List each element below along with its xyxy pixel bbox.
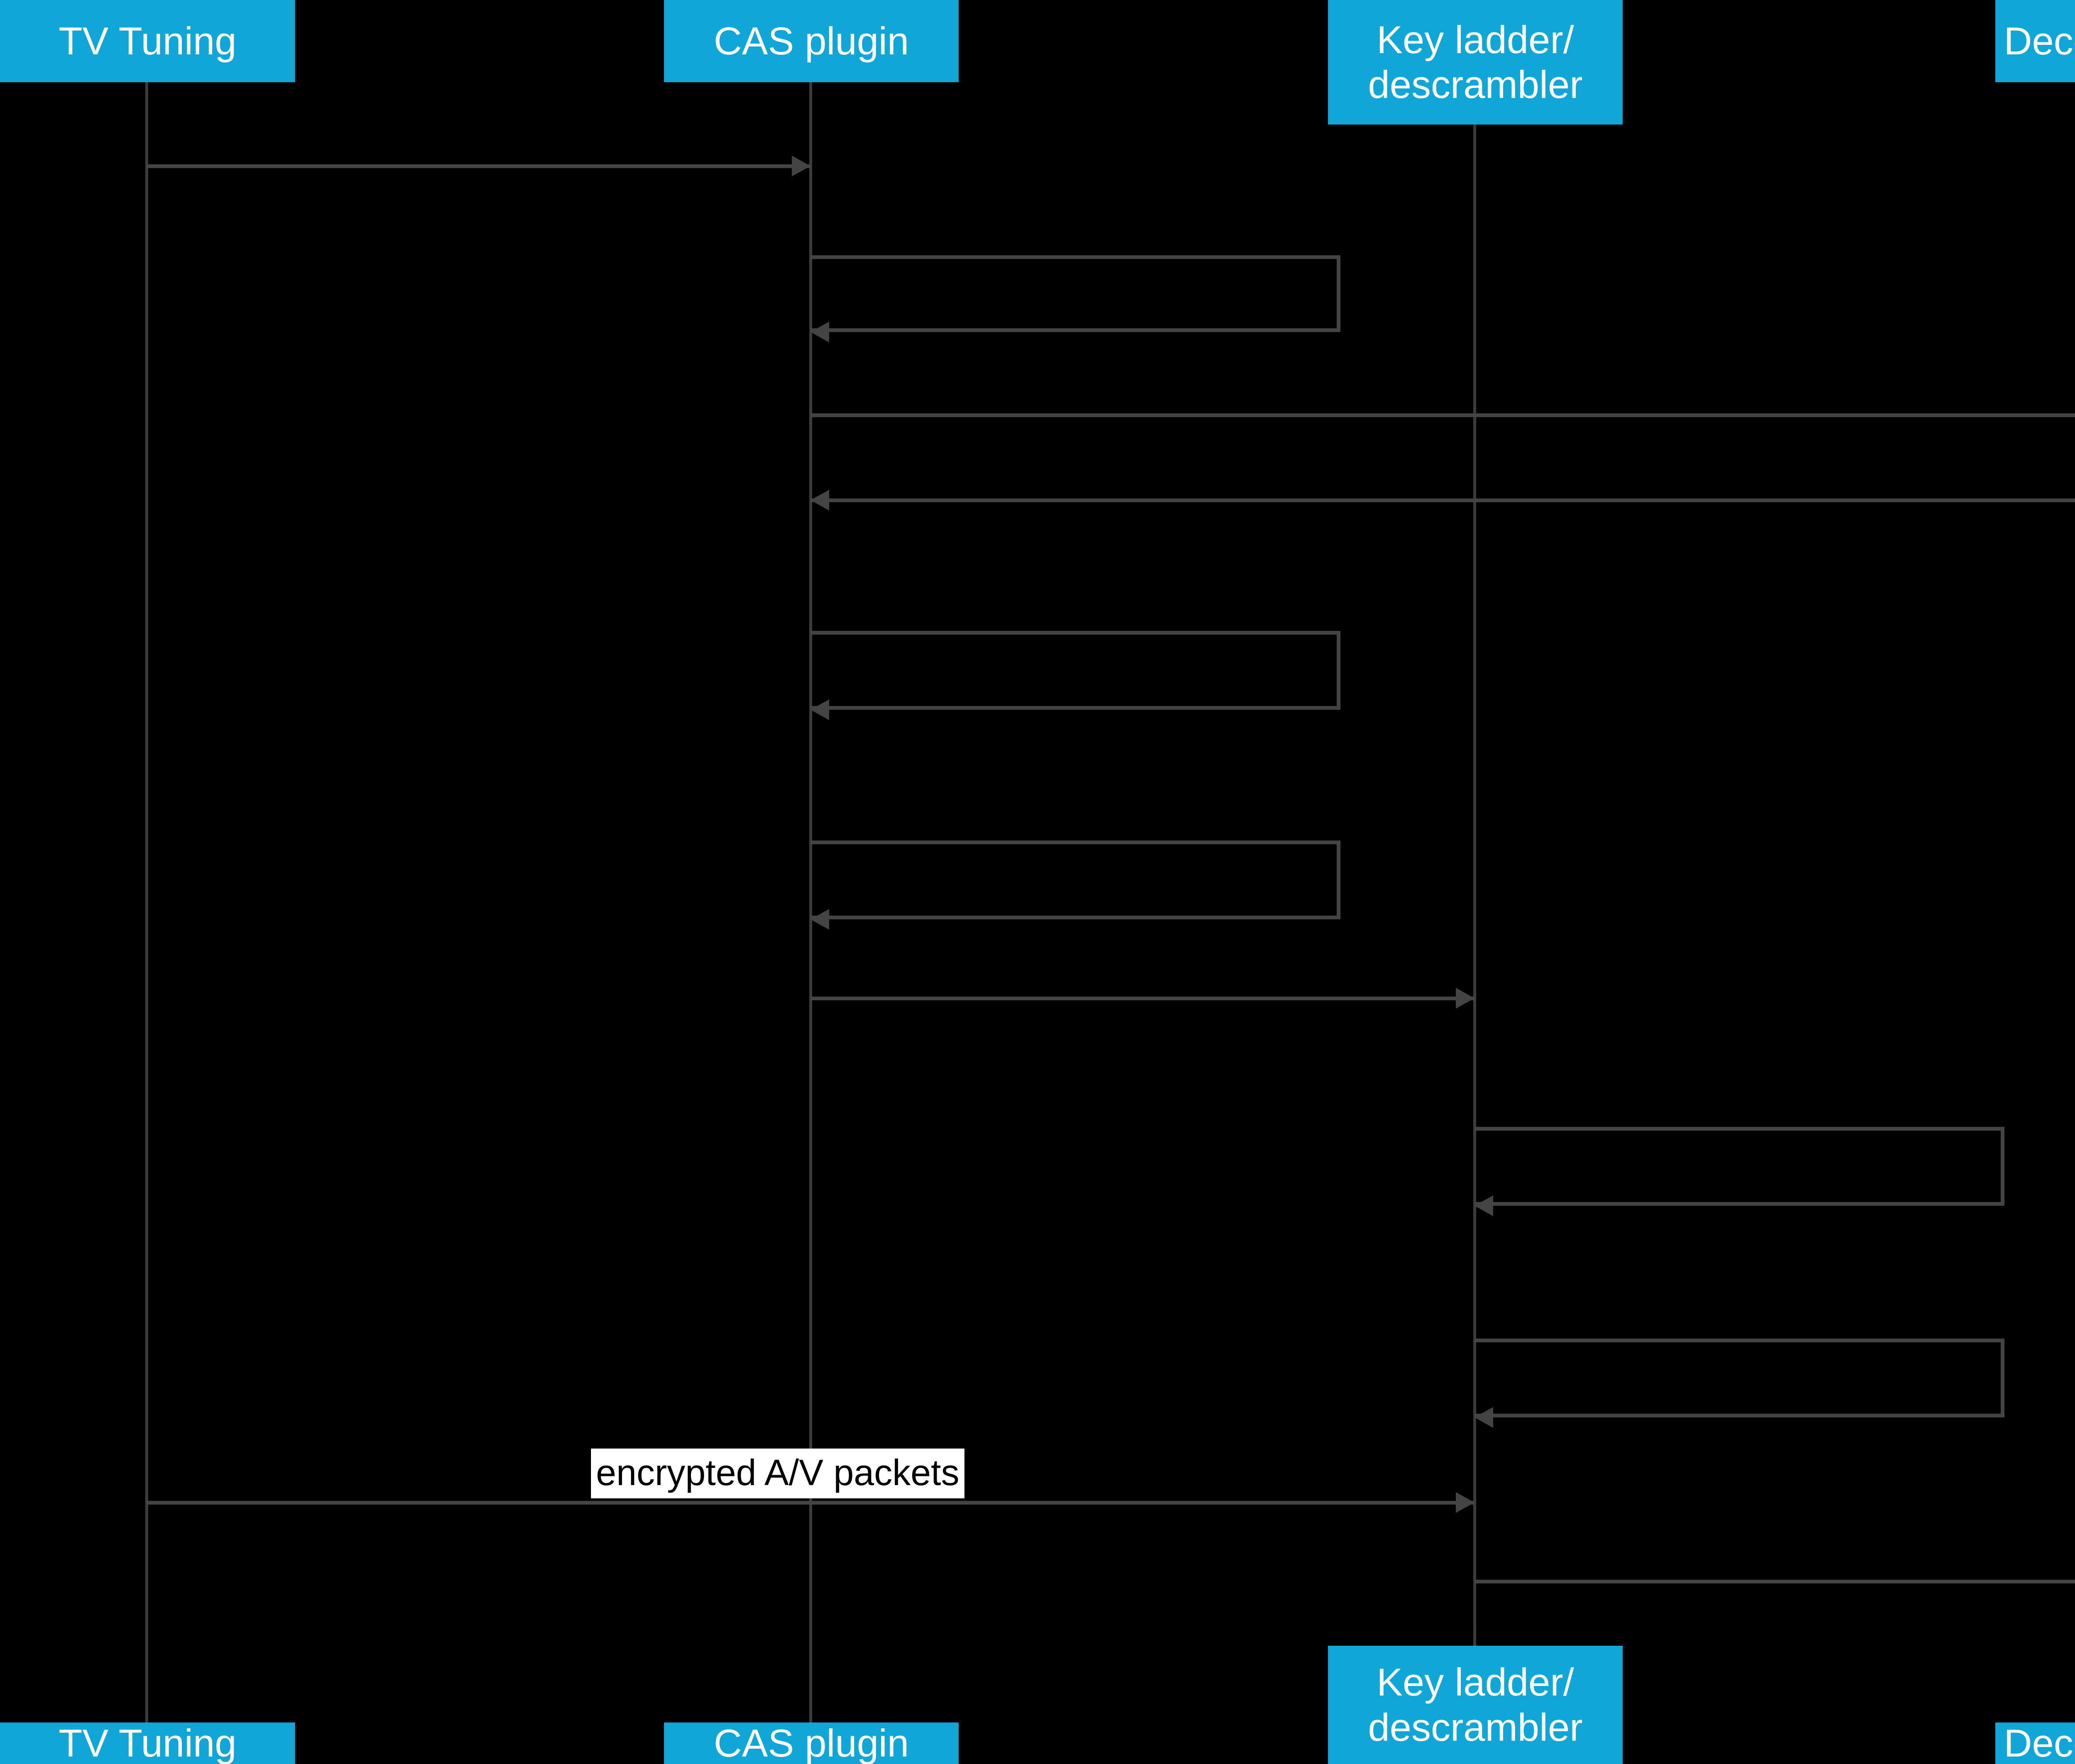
actor-foot-decode[interactable]: Decode, display xyxy=(1995,1721,2075,1764)
arrow-head-m10 xyxy=(1456,1492,1474,1513)
arrow-head-m2 xyxy=(810,322,829,342)
message-line-m3 xyxy=(810,413,2075,417)
actor-head-tv-tuning[interactable]: TV Tuning xyxy=(0,0,295,82)
arrow-head-m1 xyxy=(792,156,810,176)
actor-label-decode: Decode, display xyxy=(2004,1721,2075,1764)
arrow-head-m6 xyxy=(810,909,829,930)
message-label-m10: encrypted A/V packets xyxy=(591,1449,964,1498)
self-message-m5 xyxy=(810,631,1340,710)
arrow-head-m8 xyxy=(1474,1195,1493,1216)
arrow-head-m5 xyxy=(810,699,829,720)
self-message-m6 xyxy=(810,840,1340,919)
actor-head-decode[interactable]: Decode, display xyxy=(1995,0,2075,82)
actor-label-tv-tuning: TV Tuning xyxy=(59,19,237,63)
actor-foot-tv-tuning[interactable]: TV Tuning xyxy=(0,1721,295,1764)
message-line-m7 xyxy=(810,997,1474,1000)
actor-label-decode: Decode, display xyxy=(2004,19,2075,63)
message-line-m11 xyxy=(1474,1580,2075,1583)
actor-label-tv-tuning: TV Tuning xyxy=(59,1721,237,1764)
actor-head-key-ladder[interactable]: Key ladder/ descrambler xyxy=(1328,0,1623,125)
lifeline-cas-plugin xyxy=(809,82,812,1722)
actor-label-cas-plugin: CAS plugin xyxy=(713,1721,909,1764)
actor-label-cas-plugin: CAS plugin xyxy=(713,19,909,63)
self-message-m8 xyxy=(1474,1127,2004,1206)
arrow-head-m4 xyxy=(810,490,829,511)
message-line-m4 xyxy=(810,498,2075,502)
lifeline-tv-tuning xyxy=(145,82,148,1722)
actor-foot-key-ladder[interactable]: Key ladder/ descrambler xyxy=(1328,1646,1623,1764)
arrow-head-m7 xyxy=(1456,988,1474,1009)
actor-head-cas-plugin[interactable]: CAS plugin xyxy=(664,0,959,82)
actor-label-key-ladder: Key ladder/ descrambler xyxy=(1368,17,1583,106)
actor-label-key-ladder: Key ladder/ descrambler xyxy=(1368,1660,1583,1749)
lifeline-key-ladder xyxy=(1473,125,1476,1646)
message-line-m10 xyxy=(146,1501,1474,1505)
self-message-m9 xyxy=(1474,1339,2004,1417)
message-line-m1 xyxy=(146,164,810,168)
self-message-m2 xyxy=(810,255,1340,332)
arrow-head-m9 xyxy=(1474,1407,1493,1428)
actor-foot-cas-plugin[interactable]: CAS plugin xyxy=(664,1721,959,1764)
